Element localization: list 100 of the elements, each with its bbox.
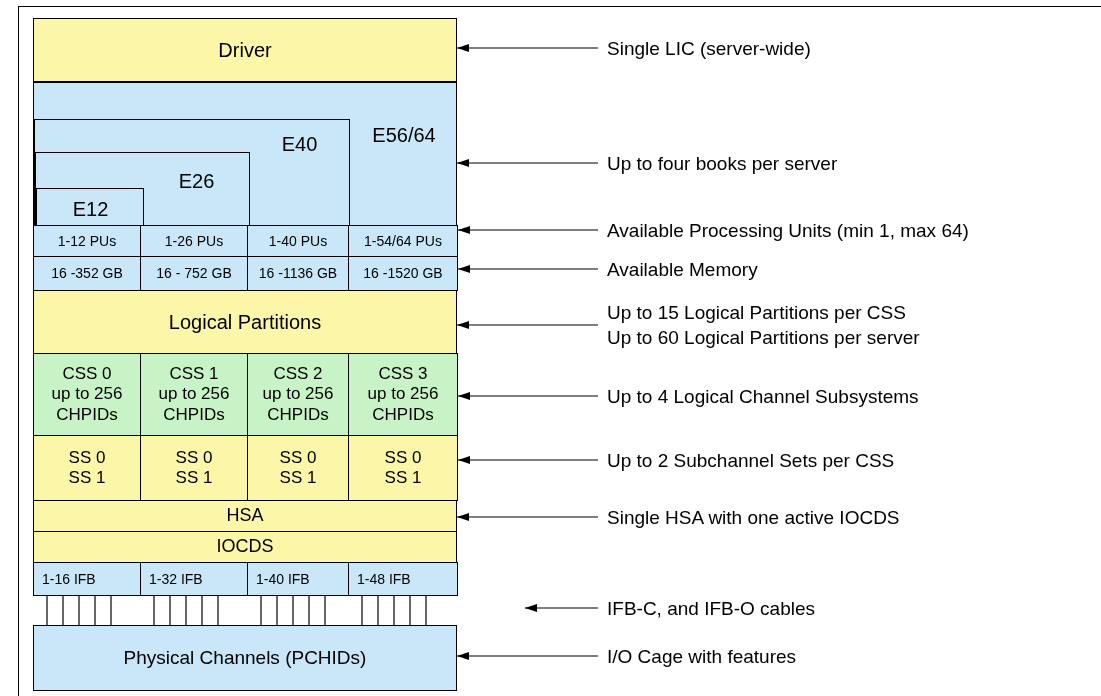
box-label: 1-12 PUs xyxy=(57,232,117,250)
table-cell xyxy=(140,435,248,501)
table-cell xyxy=(140,225,248,257)
box-label: CSS 1 xyxy=(168,363,220,385)
table-cell xyxy=(33,562,141,596)
annotation-text: Up to 4 Logical Channel Subsystems xyxy=(607,384,919,409)
arrow xyxy=(456,513,599,521)
table-cell xyxy=(33,225,141,257)
box-label: 16 - 752 GB xyxy=(156,265,232,282)
box-label: IOCDS xyxy=(216,536,274,558)
arrow xyxy=(456,652,599,660)
box-label: CSS 2 xyxy=(272,363,324,385)
box-label: 16 -1136 GB xyxy=(258,265,338,282)
box-label: SS 0 xyxy=(174,447,214,468)
annotation-text: I/O Cage with features xyxy=(607,644,797,669)
box-label: E12 xyxy=(71,197,110,221)
table-cell xyxy=(140,562,248,596)
box-label: 1-48 IFB xyxy=(357,570,411,588)
table-cell xyxy=(348,353,458,436)
box-label: up to 256 CHPIDs xyxy=(366,384,440,426)
box-label: up to 256 CHPIDs xyxy=(261,384,335,426)
cable-line xyxy=(377,595,379,626)
box-label: 1-54/64 PUs xyxy=(364,232,442,250)
book-box xyxy=(34,119,350,227)
annotation-text: Up to 15 Logical Partitions per CSS xyxy=(607,301,907,325)
table-cell xyxy=(247,353,349,436)
cable-line xyxy=(110,595,112,626)
box-label: 1-26 PUs xyxy=(164,232,224,250)
cable-line xyxy=(361,595,363,626)
table-cell xyxy=(247,435,349,501)
cable-line xyxy=(46,595,48,626)
box-label: SS 0 xyxy=(67,447,107,468)
arrow xyxy=(457,265,599,273)
cable-line xyxy=(393,595,395,626)
box-label: up to 256 CHPIDs xyxy=(157,384,231,426)
annotation-text: Available Processing Units (min 1, max 64) xyxy=(607,218,969,243)
cable-line xyxy=(78,595,80,626)
annotation-text: Single LIC (server-wide) xyxy=(607,36,811,61)
cable-line xyxy=(62,595,64,626)
cable-line xyxy=(217,595,219,626)
box-label: CSS 3 xyxy=(377,363,429,385)
table-cell xyxy=(348,225,458,257)
layer-box xyxy=(33,18,457,82)
cable-line xyxy=(324,595,326,626)
box-label: SS 0 xyxy=(278,447,318,468)
box-label: Driver xyxy=(218,38,272,62)
arrow xyxy=(456,159,599,167)
box-label: 1-32 IFB xyxy=(149,570,203,588)
box-label: 1-40 IFB xyxy=(256,570,310,588)
book-box xyxy=(33,82,457,226)
box-label: SS 1 xyxy=(67,468,107,489)
box-label: SS 1 xyxy=(278,468,318,489)
box-label: Physical Channels (PCHIDs) xyxy=(123,646,367,670)
arrow xyxy=(456,44,599,52)
layer-box xyxy=(33,500,457,532)
box-label: E56/64 xyxy=(371,123,437,147)
annotation-text: Up to 2 Subchannel Sets per CSS xyxy=(607,448,895,473)
box-label: 16 -352 GB xyxy=(51,265,123,282)
cable-line xyxy=(425,595,427,626)
cable-line xyxy=(153,595,155,626)
table-cell xyxy=(348,435,458,501)
table-cell xyxy=(33,353,141,436)
arrow xyxy=(457,226,599,234)
cable-line xyxy=(276,595,278,626)
box-label: 1-16 IFB xyxy=(42,570,96,588)
table-cell xyxy=(33,256,141,291)
annotation-text: Single HSA with one active IOCDS xyxy=(607,505,900,530)
cable-line xyxy=(409,595,411,626)
cable-line xyxy=(169,595,171,626)
layer-box xyxy=(33,625,457,691)
box-label: 16 -1520 GB xyxy=(363,265,443,282)
annotation-text: Up to 60 Logical Partitions per server xyxy=(607,326,920,350)
table-cell xyxy=(247,562,349,596)
layer-box xyxy=(33,290,457,354)
table-cell xyxy=(33,435,141,501)
table-cell xyxy=(348,562,458,596)
box-label: Logical Partitions xyxy=(168,310,322,334)
box-label: HSA xyxy=(226,505,264,527)
arrow xyxy=(524,604,599,612)
box-label: CSS 0 xyxy=(61,363,113,385)
arrow xyxy=(457,456,599,464)
cable-line xyxy=(260,595,262,626)
arrow xyxy=(456,321,599,329)
box-label: SS 0 xyxy=(383,447,423,468)
book-box xyxy=(35,152,250,228)
layer-box xyxy=(33,531,457,563)
box-label: E26 xyxy=(177,169,216,193)
cable-line xyxy=(292,595,294,626)
cable-line xyxy=(94,595,96,626)
table-cell xyxy=(247,256,349,291)
box-label: SS 1 xyxy=(383,468,423,489)
cable-line xyxy=(308,595,310,626)
table-cell xyxy=(247,225,349,257)
table-cell xyxy=(348,256,458,291)
annotation-text: Available Memory xyxy=(607,257,758,282)
cable-line xyxy=(201,595,203,626)
box-label: up to 256 CHPIDs xyxy=(50,384,124,426)
table-cell xyxy=(140,353,248,436)
table-cell xyxy=(140,256,248,291)
annotation-text: IFB-C, and IFB-O cables xyxy=(607,596,815,621)
